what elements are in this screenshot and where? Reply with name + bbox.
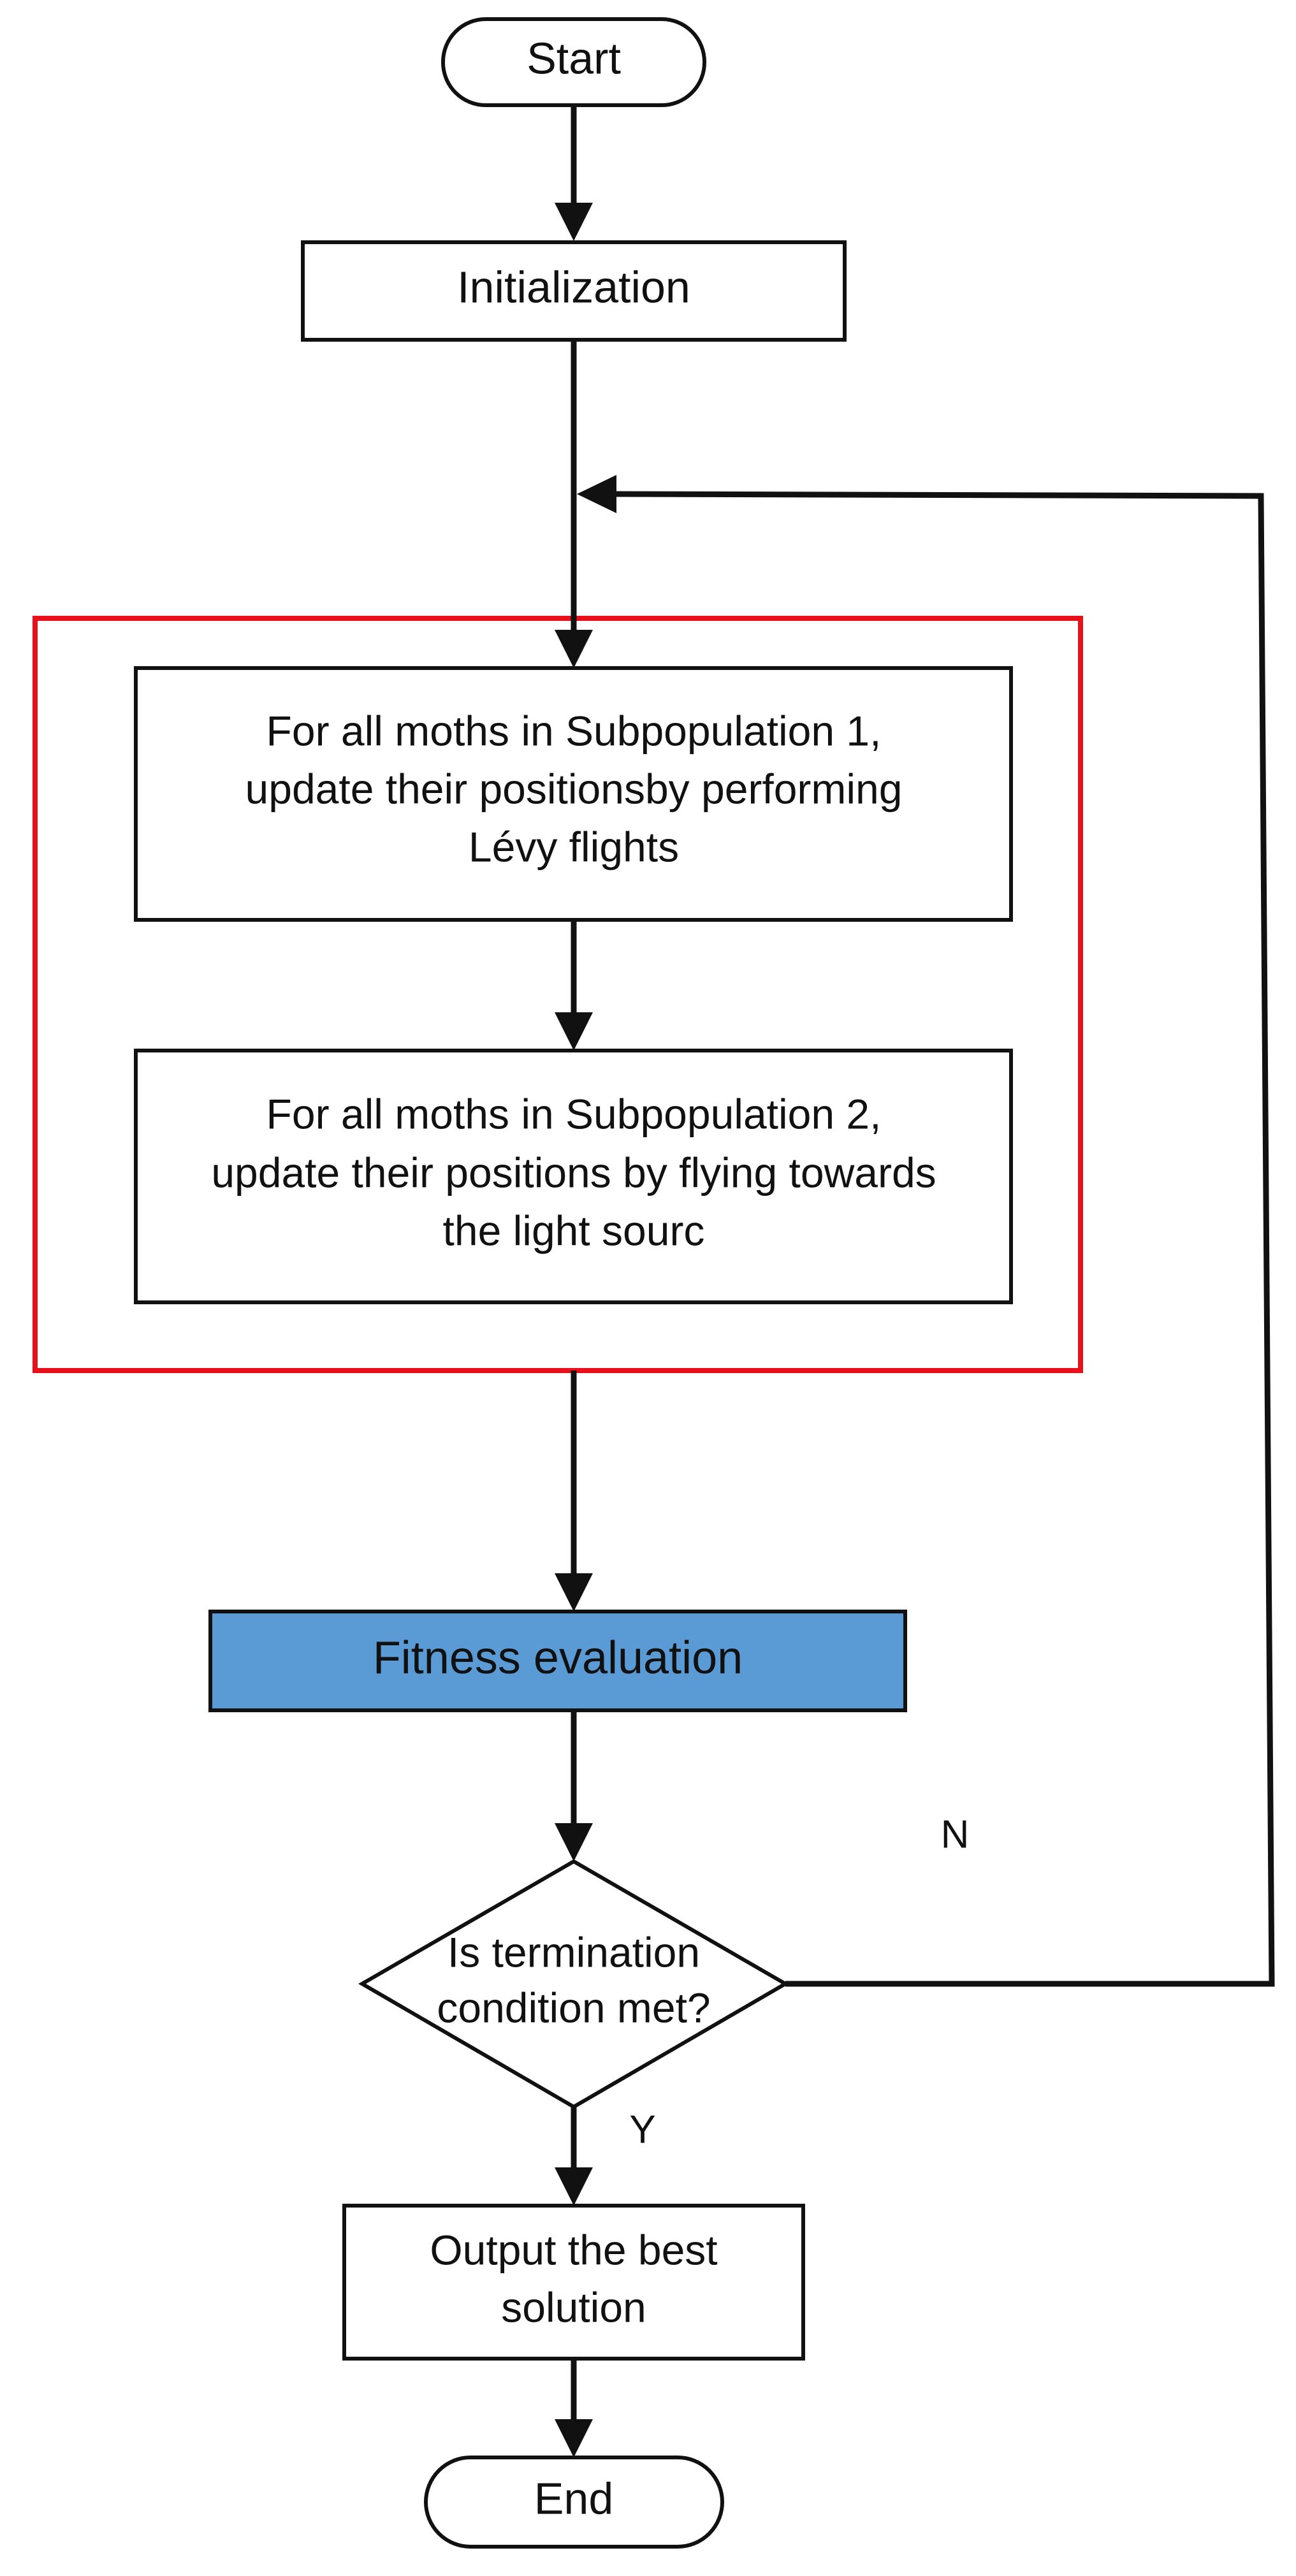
edge-label-yes: Y — [629, 2107, 655, 2151]
decision-line-1: Is termination — [448, 1928, 700, 1976]
arrowhead-subpop2 — [555, 1012, 593, 1051]
subpop2-line-2: update their positions by flying towards — [211, 1149, 936, 1196]
subpop2-line-1: For all moths in Subpopulation 2, — [266, 1090, 882, 1137]
arrowhead-decision — [555, 1823, 593, 1861]
arrowhead-end — [555, 2419, 593, 2457]
subpop1-box — [134, 666, 1013, 922]
node-output: Output the best solution — [342, 2204, 805, 2361]
subpop1-line-1: For all moths in Subpopulation 1, — [266, 707, 882, 754]
subpop1-line-2: update their positionsby performing — [245, 765, 903, 812]
arrowhead-subpop1 — [555, 630, 593, 668]
start-terminal — [441, 17, 706, 107]
output-box — [342, 2204, 805, 2361]
arrowhead-output — [555, 2167, 593, 2206]
arrowhead-initialization — [555, 203, 593, 241]
end-terminal — [424, 2456, 724, 2549]
output-line-1: Output the best — [430, 2226, 717, 2273]
edge-label-no: N — [941, 1812, 970, 1856]
highlight-frame — [33, 616, 1083, 1373]
start-label: Start — [527, 33, 621, 83]
initialization-box — [301, 240, 847, 342]
edge-loop-back — [615, 491, 1275, 1987]
node-subpop2: For all moths in Subpopulation 2, update… — [134, 1049, 1013, 1304]
subpop2-box — [134, 1049, 1013, 1304]
subpop1-line-3: Lévy flights — [469, 823, 679, 870]
edges — [555, 105, 1275, 2457]
end-label: End — [534, 2473, 614, 2523]
output-line-2: solution — [501, 2283, 646, 2331]
fitness-label: Fitness evaluation — [373, 1633, 743, 1684]
decision-line-2: condition met? — [437, 1984, 710, 2031]
initialization-label: Initialization — [457, 262, 690, 312]
node-fitness: Fitness evaluation — [208, 1610, 907, 1712]
node-decision: Is termination condition met? — [358, 1859, 789, 2109]
node-subpop1: For all moths in Subpopulation 1, update… — [134, 666, 1013, 922]
subpop2-line-3: the light sourc — [443, 1207, 705, 1254]
fitness-box — [208, 1610, 907, 1712]
node-start: Start — [441, 17, 706, 107]
node-initialization: Initialization — [301, 240, 847, 342]
node-end: End — [424, 2456, 724, 2549]
decision-diamond — [358, 1859, 789, 2109]
arrowhead-fitness — [555, 1573, 593, 1612]
arrowhead-loop — [577, 475, 616, 513]
